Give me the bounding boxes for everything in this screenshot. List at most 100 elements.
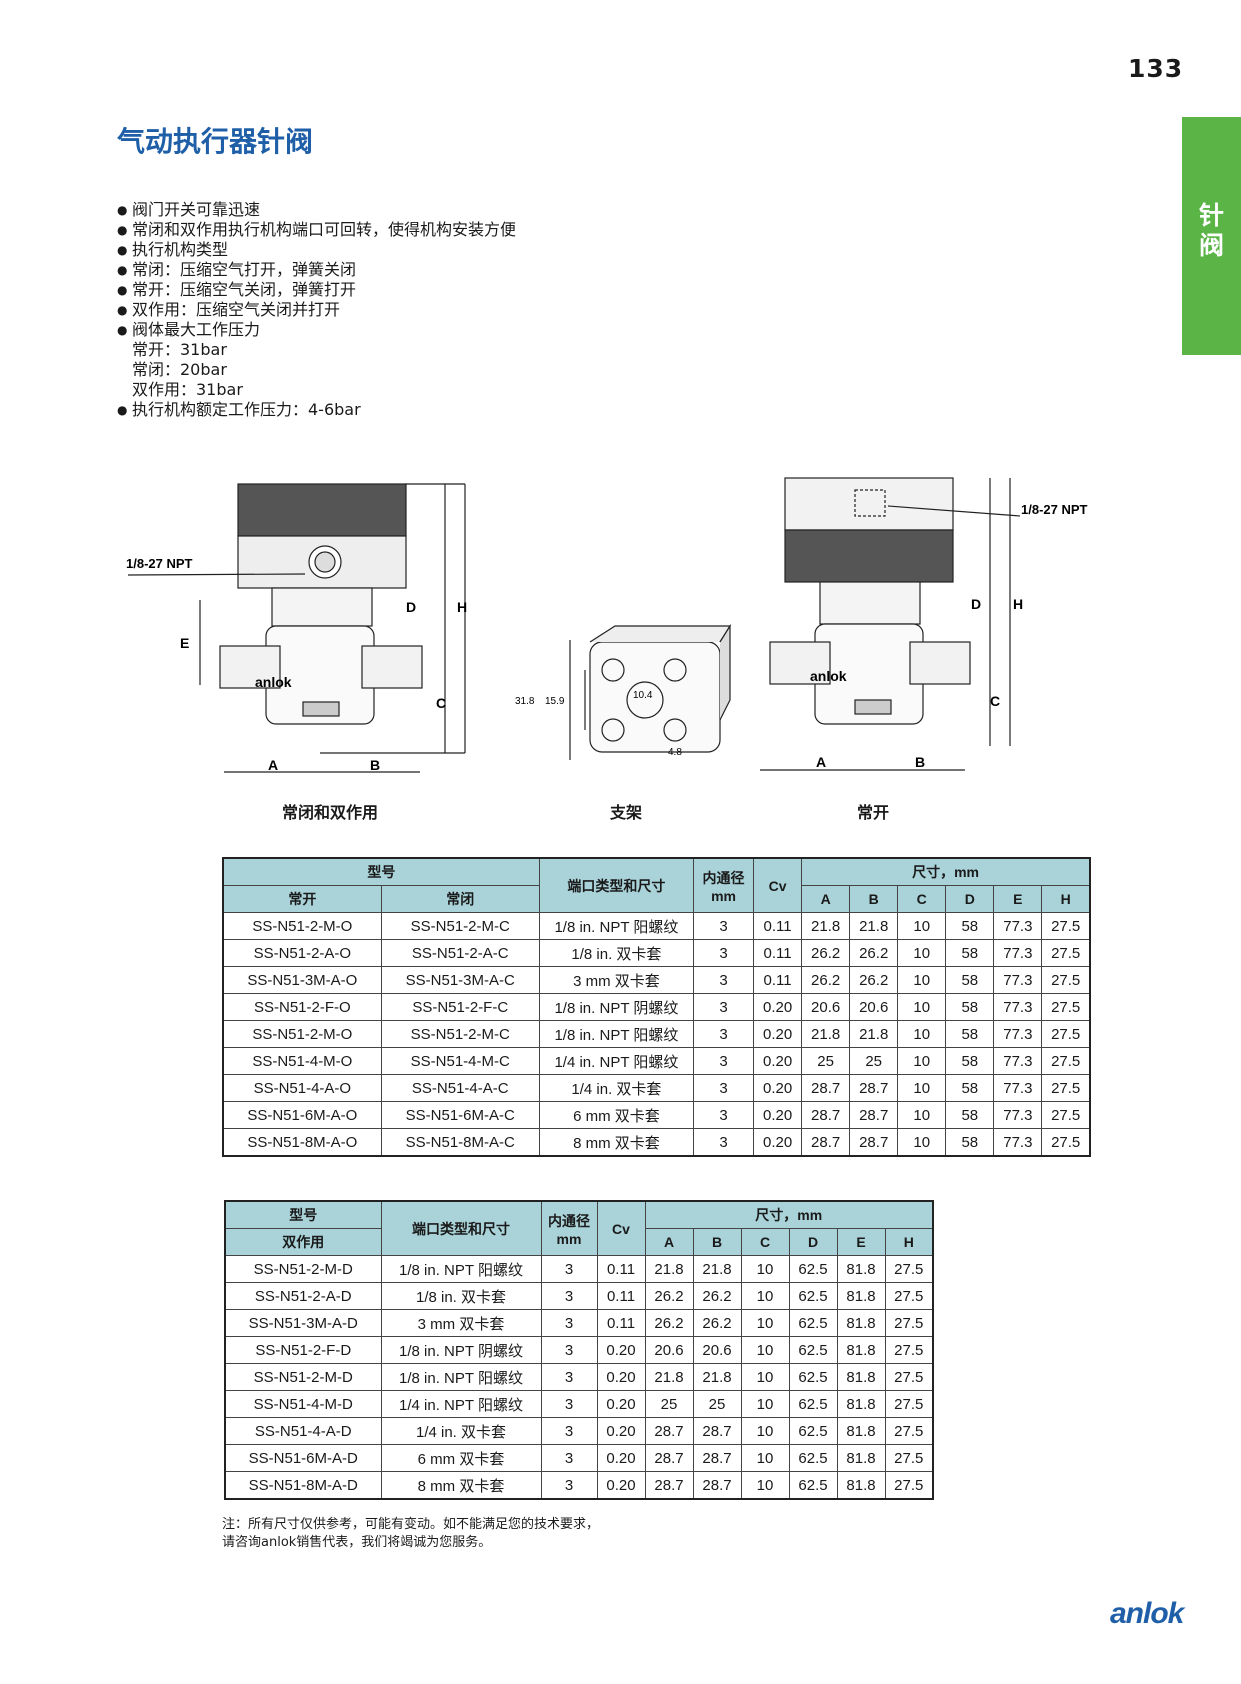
table-cell: 77.3 <box>993 1020 1043 1048</box>
table-cell: 58 <box>945 1074 995 1102</box>
table-cell: 27.5 <box>884 1282 934 1310</box>
table-cell: 62.5 <box>788 1363 838 1391</box>
table-cell: 0.20 <box>753 993 803 1021</box>
table-cell: 21.8 <box>801 1020 851 1048</box>
table-cell: 58 <box>945 1101 995 1129</box>
header-dim-d: D <box>788 1228 838 1256</box>
table-cell: 3 <box>540 1282 598 1310</box>
table-cell: SS-N51-3M-A-O <box>222 966 382 994</box>
right-nut <box>909 641 971 685</box>
table-cell: 62.5 <box>788 1417 838 1445</box>
actuator-cap <box>237 483 407 537</box>
table-cell: 0.11 <box>596 1255 646 1283</box>
feature-item: ● 阀体最大工作压力 <box>117 320 516 340</box>
dim-label-h: H <box>1013 596 1023 612</box>
table-cell: 3 <box>540 1390 598 1418</box>
bracket-dim: 15.9 <box>545 696 565 707</box>
table-cell: 27.5 <box>884 1417 934 1445</box>
header-cv: Cv <box>596 1200 646 1256</box>
side-tab-char: 阀 <box>1198 231 1224 260</box>
brand-logo[interactable]: anlok <box>1110 1597 1184 1630</box>
table-cell: 77.3 <box>993 912 1043 940</box>
bullet-icon: ● <box>117 203 128 217</box>
bullet-icon: ● <box>117 323 128 337</box>
air-port-hidden <box>854 489 886 517</box>
table-cell: 26.2 <box>692 1309 742 1337</box>
table-cell: 58 <box>945 966 995 994</box>
table-cell: 81.8 <box>836 1390 886 1418</box>
table-cell: 20.6 <box>644 1336 694 1364</box>
table-cell: 81.8 <box>836 1282 886 1310</box>
table-cell: 21.8 <box>849 912 899 940</box>
table-cell: 10 <box>740 1390 790 1418</box>
feature-item: ●双作用：压缩空气关闭并打开 <box>117 300 516 320</box>
table-cell: 77.3 <box>993 1128 1043 1157</box>
header-dim-h: H <box>884 1228 934 1256</box>
table-cell: SS-N51-6M-A-O <box>222 1101 382 1129</box>
table-cell: SS-N51-4-M-C <box>380 1047 540 1075</box>
feature-item: 双作用：31bar <box>117 380 516 400</box>
table-cell: 27.5 <box>1041 966 1091 994</box>
table-cell: 0.11 <box>596 1309 646 1337</box>
feature-text: 阀门开关可靠迅速 <box>132 200 261 219</box>
table-cell: 62.5 <box>788 1444 838 1472</box>
table-cell: 10 <box>897 1128 947 1157</box>
table-cell: 27.5 <box>1041 993 1091 1021</box>
table-cell: 26.2 <box>644 1282 694 1310</box>
table-cell: 77.3 <box>993 966 1043 994</box>
table-cell: SS-N51-3M-A-D <box>224 1309 382 1337</box>
dim-label-e: E <box>180 635 189 651</box>
table-cell: 28.7 <box>801 1074 851 1102</box>
table-cell: SS-N51-2-M-O <box>222 1020 382 1048</box>
table-cell: 1/4 in. NPT 阳螺纹 <box>380 1390 542 1418</box>
table-cell: 77.3 <box>993 1047 1043 1075</box>
header-dim-b: B <box>849 885 899 913</box>
bullet-icon: ● <box>117 403 128 417</box>
table-cell: 0.20 <box>753 1020 803 1048</box>
table-cell: 3 <box>693 912 755 940</box>
side-tab-needle-valve[interactable]: 针 阀 <box>1182 117 1241 355</box>
bracket-drawing <box>569 623 732 760</box>
table-cell: 28.7 <box>849 1074 899 1102</box>
table-cell: 21.8 <box>644 1255 694 1283</box>
table-cell: 0.20 <box>753 1074 803 1102</box>
table-cell: 25 <box>801 1047 851 1075</box>
table-cell: SS-N51-2-A-D <box>224 1282 382 1310</box>
bonnet <box>819 581 921 625</box>
body-logo: anlok <box>810 668 847 684</box>
table-cell: 1/8 in. NPT 阳螺纹 <box>538 1020 695 1048</box>
feature-text: 常开：31bar <box>132 340 227 359</box>
dim-label-b: B <box>915 754 925 770</box>
side-tab-char: 针 <box>1198 201 1224 230</box>
table-cell: SS-N51-2-M-O <box>222 912 382 940</box>
table-cell: 10 <box>897 966 947 994</box>
table-cell: 10 <box>897 1020 947 1048</box>
bracket-hole <box>601 718 625 742</box>
header-model: 型号 <box>224 1200 382 1229</box>
table-cell: 3 mm 双卡套 <box>538 966 695 994</box>
dim-label-a: A <box>268 757 278 773</box>
caption-bracket: 支架 <box>610 803 643 822</box>
page-number: 133 <box>1128 54 1184 83</box>
table-cell: 20.6 <box>801 993 851 1021</box>
header-dim-b: B <box>692 1228 742 1256</box>
feature-text: 常闭：20bar <box>132 360 227 379</box>
table-cell: 27.5 <box>884 1336 934 1364</box>
feature-text: 阀体最大工作压力 <box>132 320 261 339</box>
table-cell: 27.5 <box>1041 1047 1091 1075</box>
table-cell: 28.7 <box>849 1101 899 1129</box>
table-cell: 3 <box>540 1363 598 1391</box>
table-cell: 1/8 in. NPT 阳螺纹 <box>380 1255 542 1283</box>
table-cell: 28.7 <box>801 1128 851 1157</box>
header-port: 端口类型和尺寸 <box>538 857 695 913</box>
table-cell: 0.20 <box>596 1390 646 1418</box>
bracket-dim: 31.8 <box>515 696 535 707</box>
